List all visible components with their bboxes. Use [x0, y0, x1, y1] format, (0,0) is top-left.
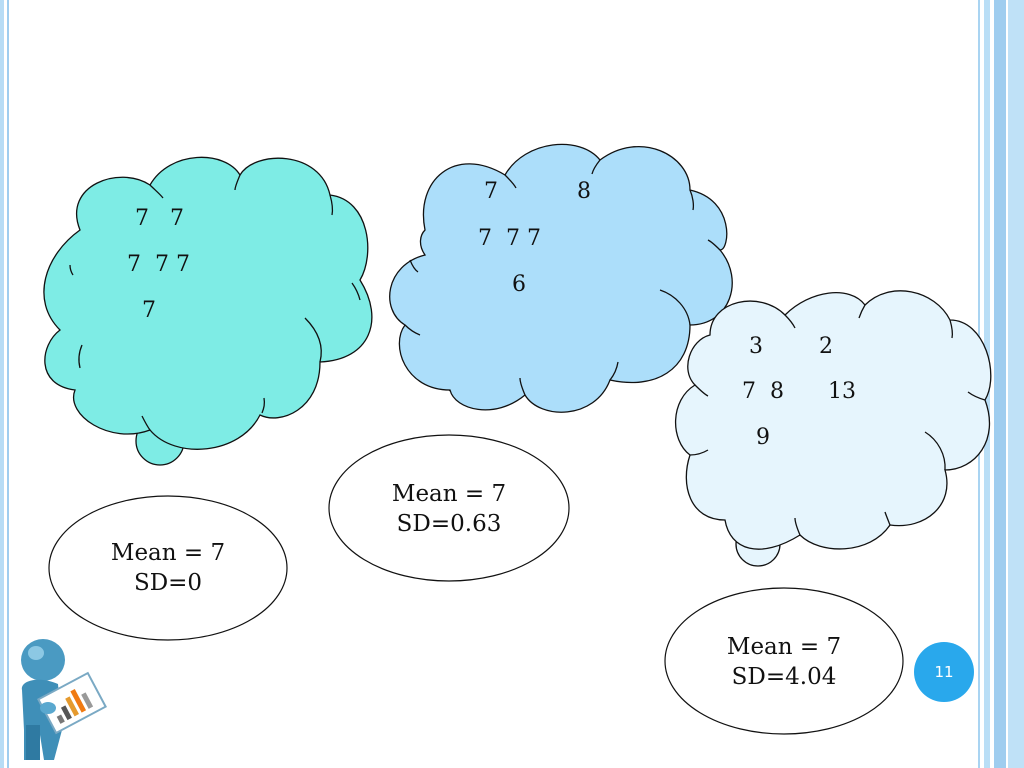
thought-cloud-1	[43, 156, 373, 466]
person-presenting-chart-icon	[21, 639, 107, 760]
right-border-stripe	[994, 0, 1006, 768]
cloud-3-value: 13	[828, 379, 856, 404]
page-number-badge: 11	[914, 642, 974, 702]
sd-label: SD=4.04	[731, 664, 837, 690]
sd-label: SD=0.63	[396, 511, 502, 537]
right-border-stripe	[1008, 0, 1024, 768]
cloud-2-value: 8	[577, 179, 591, 204]
cloud-2-value: 7 7 7	[478, 226, 541, 251]
cloud-3-value: 9	[756, 425, 770, 450]
sd-label: SD=0	[133, 570, 203, 596]
stat-label-1: Mean = 7 SD=0	[68, 538, 268, 598]
thought-cloud-2	[389, 143, 733, 413]
cloud-3-value: 7 8	[742, 379, 784, 404]
cloud-2-value: 7	[484, 179, 498, 204]
thought-cloud-3	[674, 290, 992, 567]
left-border-line	[7, 0, 9, 768]
stat-oval-2	[328, 434, 570, 582]
mean-label: Mean = 7	[391, 481, 507, 507]
cloud-2-value: 6	[512, 272, 526, 297]
stat-label-3: Mean = 7 SD=4.04	[684, 632, 884, 692]
stat-label-2: Mean = 7 SD=0.63	[349, 479, 549, 539]
stat-oval-3	[664, 587, 904, 735]
left-border-stripe	[0, 0, 4, 768]
cloud-3-value: 2	[819, 334, 833, 359]
cloud-1-value: 7 7 7	[127, 252, 190, 277]
stat-oval-1	[48, 495, 288, 641]
left-border	[0, 0, 14, 768]
mean-label: Mean = 7	[726, 634, 842, 660]
mean-label: Mean = 7	[110, 540, 226, 566]
cloud-1-value: 7 7	[135, 206, 184, 231]
cloud-3-value: 3	[749, 334, 763, 359]
cloud-1-value: 7	[142, 298, 156, 323]
